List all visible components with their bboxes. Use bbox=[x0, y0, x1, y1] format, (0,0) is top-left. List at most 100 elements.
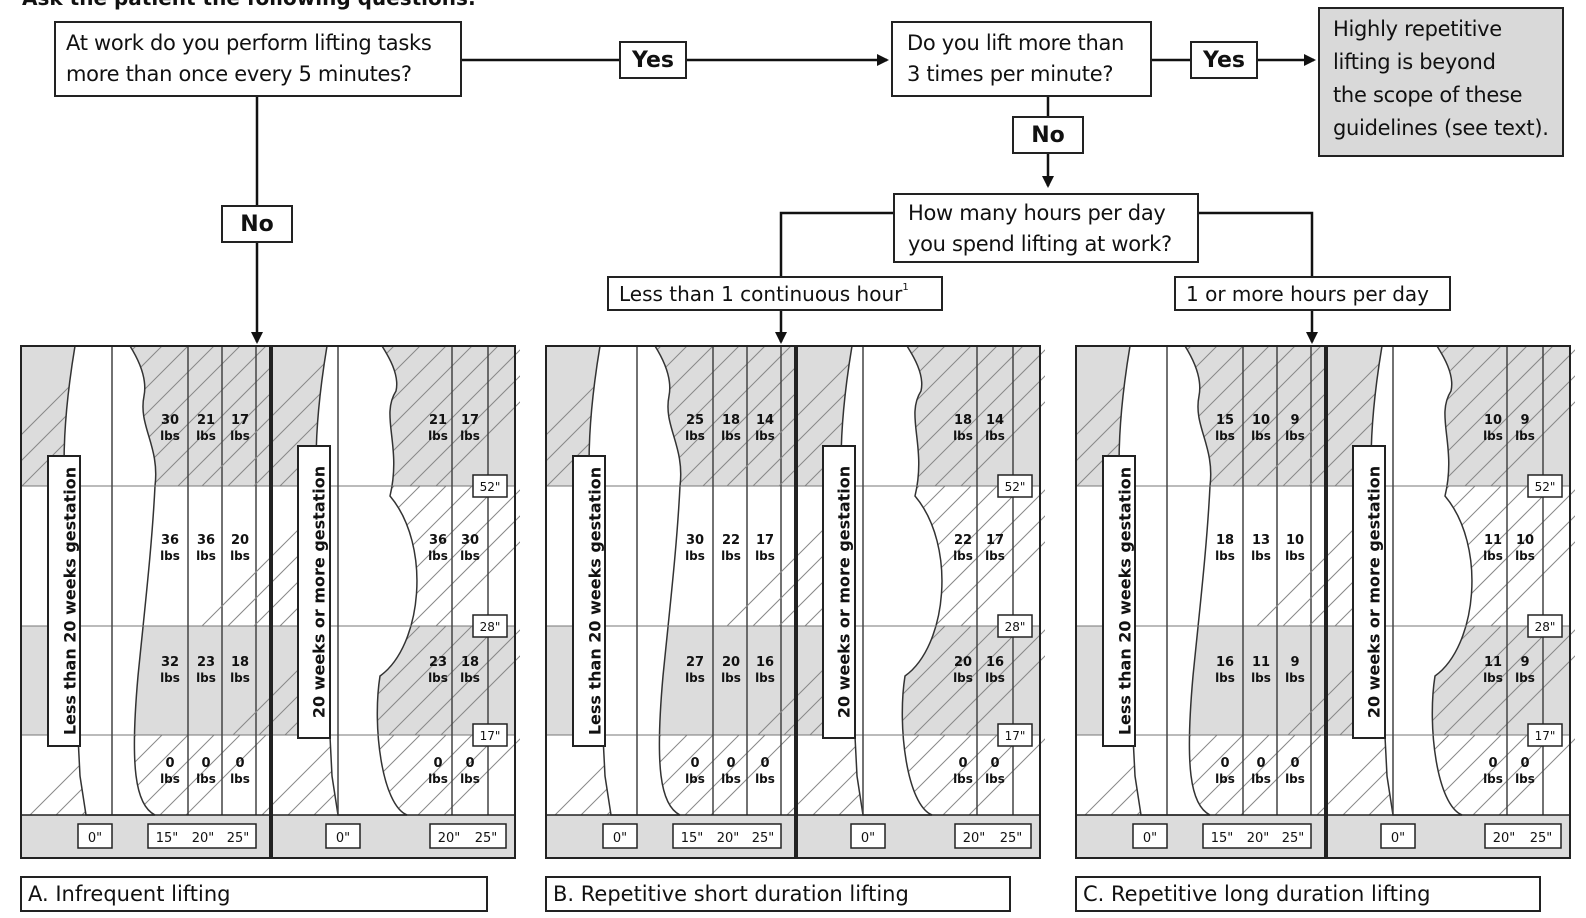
weight-limit-value: 36 bbox=[161, 533, 179, 548]
weight-limit-value: 17 bbox=[461, 413, 479, 428]
weight-limit-value: 9 bbox=[1290, 413, 1299, 428]
reach-tag-group: 15" 20" 25" bbox=[1203, 824, 1311, 848]
question-line: Do you lift more than bbox=[907, 28, 1124, 59]
height-tag-text: 52" bbox=[1535, 480, 1556, 494]
weight-limit-value: 22 bbox=[722, 533, 740, 548]
reach-tag-group: 20" 25" bbox=[430, 824, 506, 848]
weight-limit-value: 10 bbox=[1252, 413, 1270, 428]
note-line: guidelines (see text). bbox=[1333, 112, 1549, 145]
weight-unit: lbs bbox=[1285, 671, 1305, 685]
weight-unit: lbs bbox=[1215, 429, 1235, 443]
reach-tag-text: 25" bbox=[475, 831, 498, 846]
weight-unit: lbs bbox=[985, 429, 1005, 443]
branch-label-text: 1 or more hours per day bbox=[1186, 282, 1429, 306]
weight-limit-value: 20 bbox=[231, 533, 249, 548]
branch-short-duration: Less than 1 continuous hour1 bbox=[607, 276, 943, 311]
weight-limit-value: 0 bbox=[990, 756, 999, 771]
reach-tag-text: 20" bbox=[1247, 831, 1270, 846]
weight-unit: lbs bbox=[1215, 671, 1235, 685]
weight-unit: lbs bbox=[1515, 671, 1535, 685]
weight-unit: lbs bbox=[721, 549, 741, 563]
reach-tag-text: 15" bbox=[1211, 831, 1234, 846]
weight-unit: lbs bbox=[1483, 549, 1503, 563]
yes-label: Yes bbox=[1190, 41, 1258, 79]
weight-limit-value: 0 bbox=[760, 756, 769, 771]
weight-unit: lbs bbox=[1215, 549, 1235, 563]
question-line: you spend lifting at work? bbox=[908, 229, 1172, 260]
panel-caption-c: C. Repetitive long duration lifting bbox=[1075, 876, 1541, 912]
weight-unit: lbs bbox=[460, 429, 480, 443]
weight-limit-value: 17 bbox=[986, 533, 1004, 548]
reach-tag: 0" bbox=[1133, 824, 1167, 848]
weight-unit: lbs bbox=[953, 429, 973, 443]
reach-tag: 0" bbox=[851, 824, 885, 848]
gestation-label-text: Less than 20 weeks gestation bbox=[61, 467, 80, 735]
scope-note: Highly repetitive lifting is beyond the … bbox=[1318, 7, 1564, 157]
question-line: At work do you perform lifting tasks bbox=[66, 28, 431, 59]
weight-limit-value: 0 bbox=[165, 756, 174, 771]
question-hours-per-day: How many hours per dayyou spend lifting … bbox=[893, 193, 1199, 263]
gestation-label: Less than 20 weeks gestation bbox=[573, 456, 605, 746]
weight-limit-value: 16 bbox=[756, 655, 774, 670]
weight-unit: lbs bbox=[685, 429, 705, 443]
height-tag-text: 52" bbox=[1005, 480, 1026, 494]
weight-unit: lbs bbox=[953, 671, 973, 685]
weight-unit: lbs bbox=[160, 671, 180, 685]
weight-limit-value: 9 bbox=[1290, 655, 1299, 670]
question-line: more than once every 5 minutes? bbox=[66, 59, 431, 90]
weight-limit-value: 21 bbox=[197, 413, 215, 428]
reach-tag: 0" bbox=[326, 824, 360, 848]
no-label: No bbox=[1012, 116, 1084, 154]
weight-limit-value: 0 bbox=[1256, 756, 1265, 771]
height-tag: 17" bbox=[1528, 724, 1562, 746]
lifting-panel-c: 15lbs10lbs9lbs18lbs13lbs10lbs16lbs11lbs9… bbox=[1075, 344, 1575, 864]
question-lift-frequency: At work do you perform lifting tasksmore… bbox=[54, 21, 462, 97]
reach-tag-text: 15" bbox=[156, 831, 179, 846]
weight-limit-value: 10 bbox=[1286, 533, 1304, 548]
question-line: 3 times per minute? bbox=[907, 59, 1124, 90]
height-tag: 28" bbox=[998, 615, 1032, 637]
weight-limit-value: 15 bbox=[1216, 413, 1234, 428]
reach-tag-text: 15" bbox=[681, 831, 704, 846]
height-tag: 52" bbox=[473, 475, 507, 497]
weight-unit: lbs bbox=[230, 549, 250, 563]
weight-unit: lbs bbox=[230, 671, 250, 685]
weight-unit: lbs bbox=[460, 671, 480, 685]
weight-limit-value: 0 bbox=[1520, 756, 1529, 771]
weight-unit: lbs bbox=[1483, 671, 1503, 685]
reach-tag-text: 20" bbox=[963, 831, 986, 846]
weight-unit: lbs bbox=[160, 429, 180, 443]
reach-tag-group: 15"20"25" bbox=[673, 824, 781, 848]
reach-tag-text: 25" bbox=[1000, 831, 1023, 846]
height-tag: 28" bbox=[473, 615, 507, 637]
weight-unit: lbs bbox=[985, 549, 1005, 563]
weight-limit-value: 0 bbox=[433, 756, 442, 771]
reach-tag: 0" bbox=[1381, 824, 1415, 848]
weight-limit-value: 10 bbox=[1484, 413, 1502, 428]
reach-tag-text: 0" bbox=[88, 831, 102, 846]
reach-tag-text: 20" bbox=[438, 831, 461, 846]
height-tag-text: 17" bbox=[1005, 729, 1026, 743]
weight-unit: lbs bbox=[460, 549, 480, 563]
question-line: How many hours per day bbox=[908, 198, 1172, 229]
weight-limit-value: 0 bbox=[235, 756, 244, 771]
height-tag: 52" bbox=[998, 475, 1032, 497]
weight-limit-value: 18 bbox=[1216, 533, 1234, 548]
weight-limit-value: 0 bbox=[726, 756, 735, 771]
weight-unit: lbs bbox=[1515, 772, 1535, 786]
height-tag-text: 28" bbox=[1005, 620, 1026, 634]
weight-limit-value: 30 bbox=[461, 533, 479, 548]
weight-unit: lbs bbox=[1285, 549, 1305, 563]
footnote-marker: 1 bbox=[902, 282, 908, 293]
reach-tag-text: 20" bbox=[1493, 831, 1516, 846]
weight-limit-value: 23 bbox=[197, 655, 215, 670]
weight-unit: lbs bbox=[1251, 549, 1271, 563]
panel-caption-a: A. Infrequent lifting bbox=[20, 876, 488, 912]
reach-tag-text: 25" bbox=[752, 831, 775, 846]
weight-unit: lbs bbox=[721, 772, 741, 786]
weight-unit: lbs bbox=[953, 772, 973, 786]
reach-tag-text: 25" bbox=[1282, 831, 1305, 846]
reach-tag-group: 15"20"25" bbox=[148, 824, 256, 848]
weight-limit-value: 11 bbox=[1484, 655, 1502, 670]
